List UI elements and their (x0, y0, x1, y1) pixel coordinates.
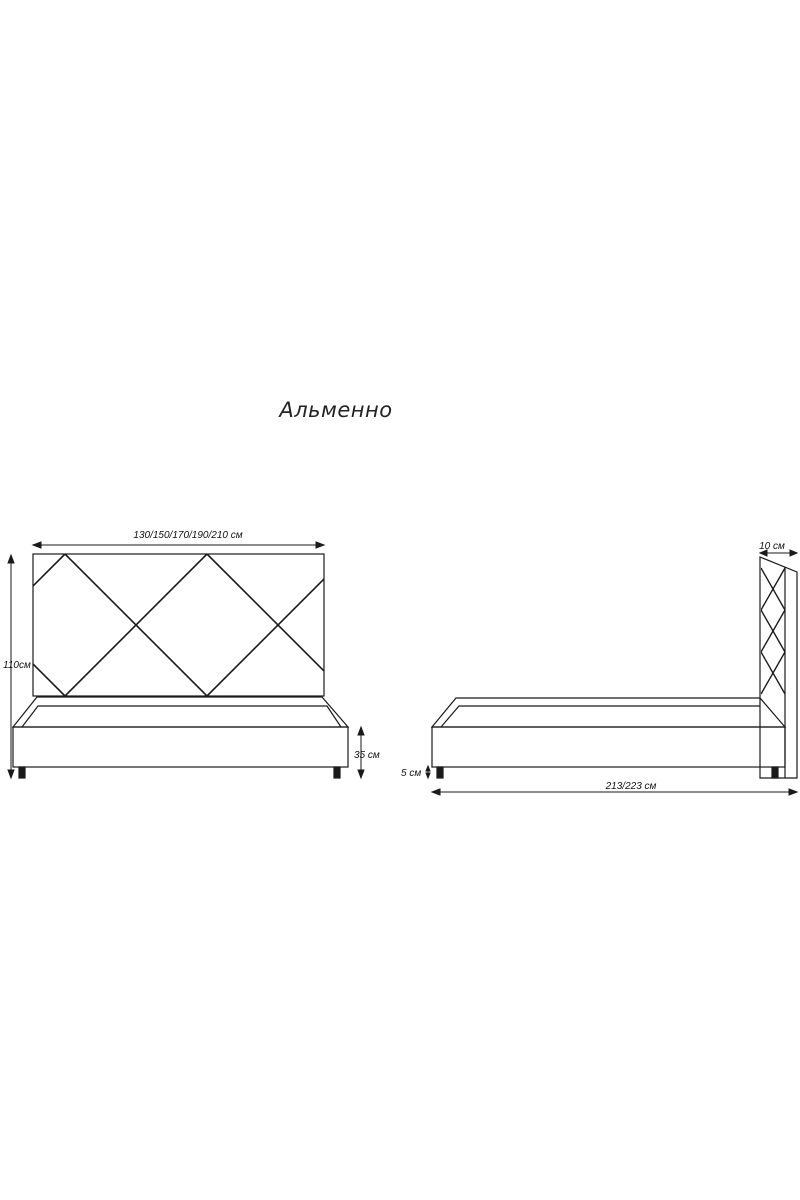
side-view (425, 549, 799, 796)
side-leg-height-label: 5 см (401, 768, 421, 779)
side-base (431, 726, 786, 768)
side-thickness-label: 10 см (759, 541, 785, 552)
front-width-label: 130/150/170/190/210 см (133, 530, 242, 541)
side-length-dimension (430, 788, 799, 796)
front-height-dimension (7, 553, 15, 780)
front-leg-left (18, 766, 26, 779)
side-headboard-quilting (761, 567, 785, 695)
page-title: Альменно (279, 398, 393, 422)
front-frame-top (11, 696, 350, 728)
front-base-height-dimension (357, 725, 365, 780)
side-headboard (759, 556, 798, 779)
front-headboard (32, 553, 325, 697)
front-height-label: 110см (3, 660, 31, 671)
side-leg-left (436, 766, 444, 779)
front-width-dimension (31, 541, 326, 549)
front-base (12, 726, 349, 768)
side-length-label: 213/223 см (605, 781, 657, 792)
front-headboard-quilting (33, 554, 324, 696)
side-frame-inner-edge (440, 705, 760, 728)
side-thickness-dimension (758, 549, 799, 557)
front-frame-inner-edge (21, 705, 342, 728)
side-leg-height-dimension (425, 764, 431, 780)
front-leg-right (333, 766, 341, 779)
front-base-height-label: 35 см (354, 750, 380, 761)
front-view (7, 541, 365, 780)
side-frame-top (430, 697, 787, 728)
side-leg-right (771, 766, 779, 779)
